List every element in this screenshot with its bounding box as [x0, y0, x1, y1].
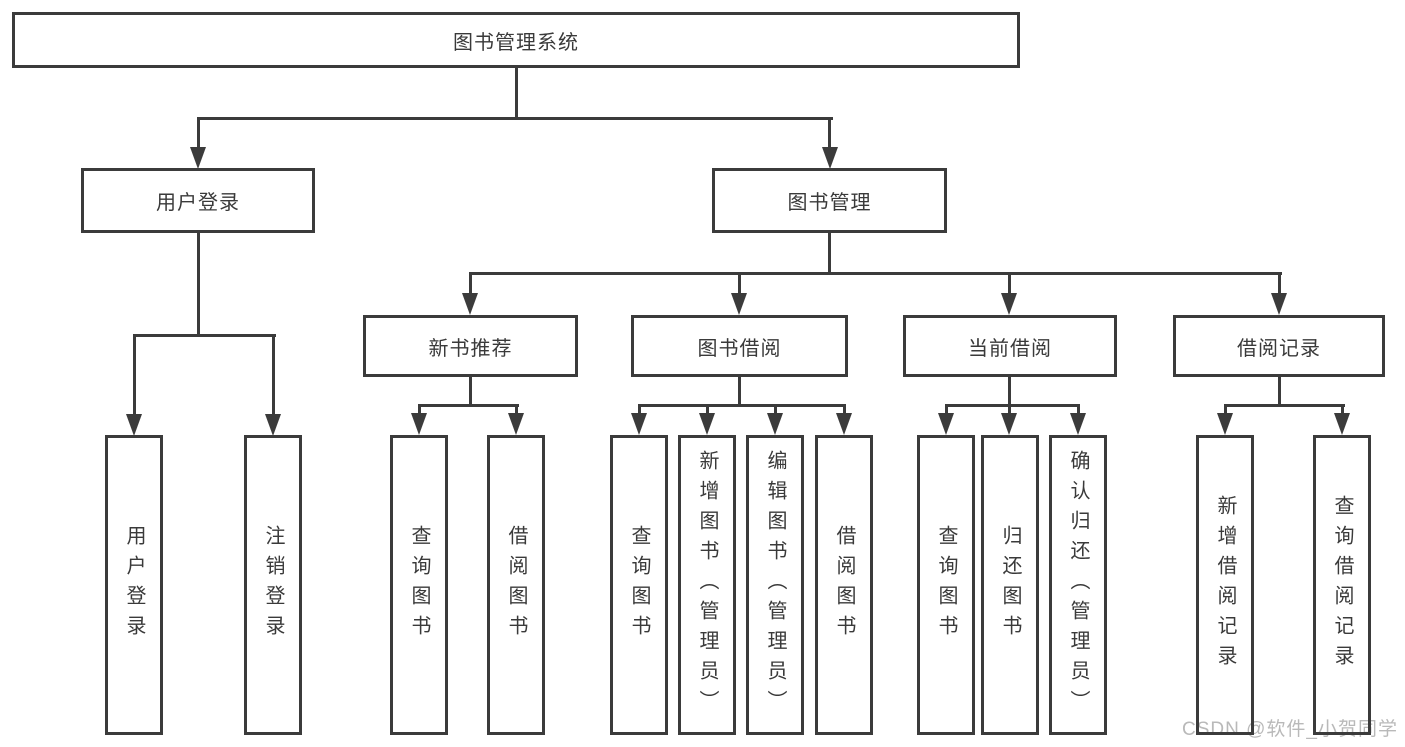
arrow-down-icon	[1217, 413, 1233, 435]
connector-line	[945, 404, 1080, 407]
leaf-label: 查询图书	[628, 525, 650, 645]
connector-line	[945, 404, 948, 416]
connector-line	[197, 233, 200, 337]
leaf-add-borrow-record: 新增借阅记录	[1196, 435, 1254, 735]
arrow-down-icon	[190, 147, 206, 169]
node-label: 用户登录	[156, 192, 240, 214]
leaf-return-books: 归还图书	[981, 435, 1039, 735]
connector-line	[1278, 377, 1281, 407]
connector-line	[272, 334, 275, 416]
leaf-label: 新增借阅记录	[1214, 495, 1236, 675]
leaf-label: 查询借阅记录	[1331, 495, 1353, 675]
node-label: 当前借阅	[968, 337, 1052, 360]
leaf-label: 借阅图书	[505, 525, 527, 645]
arrow-down-icon	[126, 414, 142, 436]
connector-line	[418, 404, 421, 416]
connector-line	[1224, 404, 1345, 407]
node-current-borrow: 当前借阅	[903, 315, 1117, 377]
connector-line	[828, 233, 831, 275]
node-system-root: 图书管理系统	[12, 12, 1020, 68]
connector-line	[197, 117, 833, 120]
leaf-query-books-current: 查询图书	[917, 435, 975, 735]
connector-line	[1341, 404, 1344, 416]
node-label: 借阅记录	[1237, 337, 1321, 360]
arrow-down-icon	[822, 147, 838, 169]
arrow-down-icon	[699, 413, 715, 435]
arrow-down-icon	[938, 413, 954, 435]
node-label: 图书管理系统	[453, 31, 579, 54]
leaf-label: 查询图书	[408, 525, 430, 645]
connector-line	[133, 334, 136, 416]
leaf-borrow-books-recommend: 借阅图书	[487, 435, 545, 735]
arrow-down-icon	[1271, 293, 1287, 315]
arrow-down-icon	[411, 413, 427, 435]
leaf-query-books-borrow: 查询图书	[610, 435, 668, 735]
arrow-down-icon	[767, 413, 783, 435]
connector-line	[706, 404, 709, 416]
connector-line	[828, 117, 831, 149]
leaf-borrow-books: 借阅图书	[815, 435, 873, 735]
connector-line	[197, 117, 200, 149]
connector-line	[843, 404, 846, 416]
connector-line	[469, 272, 472, 296]
arrow-down-icon	[1334, 413, 1350, 435]
arrow-down-icon	[508, 413, 524, 435]
connector-line	[133, 334, 276, 337]
leaf-logout: 注销登录	[244, 435, 302, 735]
leaf-label: 确认归还（管理员）	[1067, 450, 1089, 720]
leaf-label: 编辑图书（管理员）	[764, 450, 786, 720]
connector-line	[1278, 272, 1281, 296]
leaf-user-login: 用户登录	[105, 435, 163, 735]
arrow-down-icon	[1001, 293, 1017, 315]
leaf-label: 用户登录	[123, 525, 145, 645]
csdn-watermark: CSDN @软件_小贺同学	[1182, 719, 1398, 740]
connector-line	[738, 272, 741, 296]
connector-line	[1008, 404, 1011, 416]
connector-line	[638, 404, 641, 416]
node-book-management-branch: 图书管理	[712, 168, 947, 233]
arrow-down-icon	[462, 293, 478, 315]
connector-line	[515, 404, 518, 416]
connector-line	[1008, 272, 1011, 296]
connector-line	[515, 68, 518, 120]
arrow-down-icon	[631, 413, 647, 435]
connector-line	[1224, 404, 1227, 416]
leaf-edit-books-admin: 编辑图书（管理员）	[746, 435, 804, 735]
leaf-add-books-admin: 新增图书（管理员）	[678, 435, 736, 735]
connector-line	[774, 404, 777, 416]
node-book-borrow: 图书借阅	[631, 315, 848, 377]
node-label: 新书推荐	[428, 337, 513, 360]
arrow-down-icon	[836, 413, 852, 435]
leaf-label: 借阅图书	[833, 525, 855, 645]
leaf-label: 查询图书	[935, 525, 957, 645]
leaf-label: 注销登录	[262, 525, 284, 645]
leaf-query-books-recommend: 查询图书	[390, 435, 448, 735]
arrow-down-icon	[1070, 413, 1086, 435]
connector-line	[1077, 404, 1080, 416]
arrow-down-icon	[265, 414, 281, 436]
leaf-confirm-return-admin: 确认归还（管理员）	[1049, 435, 1107, 735]
node-label: 图书管理	[787, 192, 872, 214]
connector-line	[469, 377, 472, 407]
node-user-login-branch: 用户登录	[81, 168, 315, 233]
connector-line	[469, 272, 1282, 275]
connector-line	[638, 404, 846, 407]
node-borrow-records: 借阅记录	[1173, 315, 1385, 377]
arrow-down-icon	[1001, 413, 1017, 435]
arrow-down-icon	[731, 293, 747, 315]
node-new-book-recommend: 新书推荐	[363, 315, 578, 377]
leaf-label: 新增图书（管理员）	[696, 450, 718, 720]
connector-line	[1008, 377, 1011, 407]
connector-line	[418, 404, 519, 407]
node-label: 图书借阅	[697, 337, 782, 360]
leaf-label: 归还图书	[999, 525, 1021, 645]
leaf-query-borrow-record: 查询借阅记录	[1313, 435, 1371, 735]
connector-line	[738, 377, 741, 407]
